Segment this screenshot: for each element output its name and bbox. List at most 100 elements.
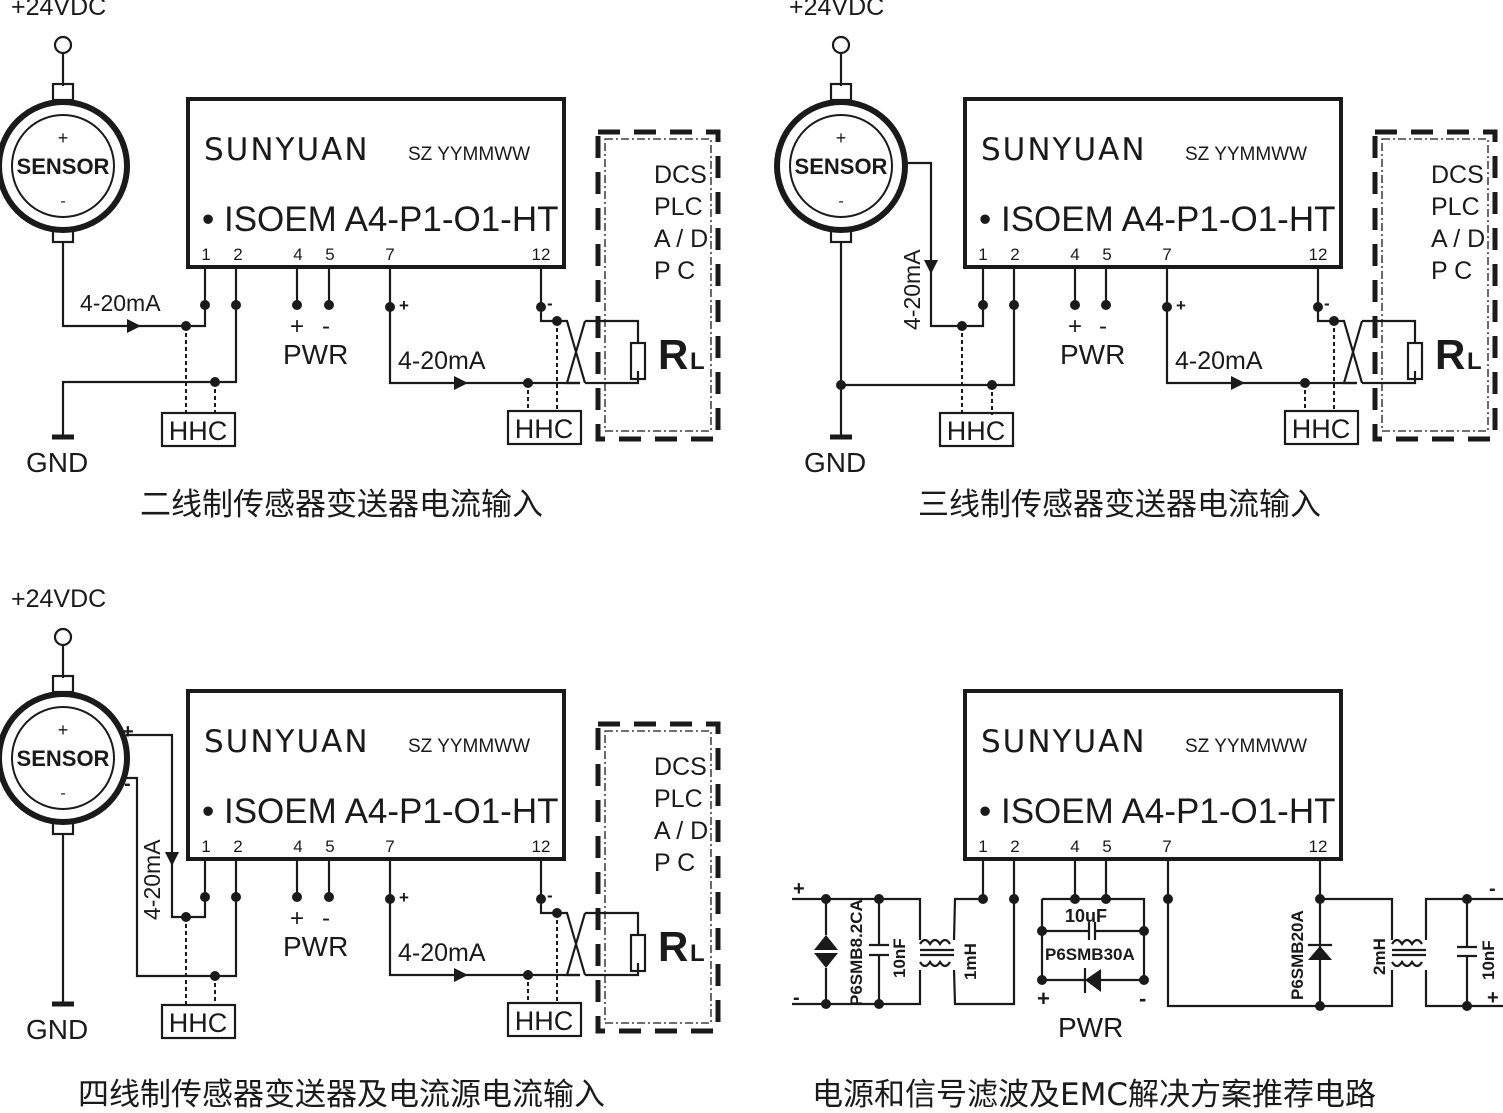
pin7-dot xyxy=(385,894,395,904)
vdc-terminal-icon xyxy=(831,35,851,55)
pin2-dot xyxy=(1009,300,1019,310)
sensor-plus: + xyxy=(836,128,847,148)
gnd-label: GND xyxy=(26,1014,88,1045)
dcs-line-0: DCS xyxy=(1431,161,1484,189)
pin-label-2: 2 xyxy=(1010,245,1019,264)
module-date-code: SZ YYMMWW xyxy=(1185,736,1307,757)
input-current-label: 4-20mA xyxy=(899,249,925,330)
module-brand: SUNYUAN xyxy=(981,132,1147,168)
tvs-pwr-label: P6SMB30A xyxy=(1045,945,1135,964)
hhc-label: HHC xyxy=(169,1008,228,1038)
hhc-box xyxy=(160,1003,237,1040)
wire xyxy=(1362,371,1417,385)
tvs-bidirectional-icon xyxy=(814,935,838,950)
choke-winding xyxy=(919,938,951,947)
pin12-minus: - xyxy=(1324,294,1330,313)
hhc-block: HHC xyxy=(1283,409,1360,446)
gnd-label: GND xyxy=(26,447,88,478)
dcs-inner-box xyxy=(1381,138,1489,432)
wire xyxy=(561,911,587,976)
wire xyxy=(1424,897,1503,940)
sensor: +SENSOR- xyxy=(0,674,130,836)
pin7-plus: + xyxy=(399,888,409,907)
dcs-outer-dashed-box xyxy=(595,129,721,442)
sensor-plus: + xyxy=(58,720,69,740)
pin-label-5: 5 xyxy=(325,245,334,264)
caption-2: 四线制传感器变送器及电流源电流输入 xyxy=(78,1077,605,1113)
gnd-junction-dot xyxy=(836,380,846,390)
pin7-dot xyxy=(385,302,395,312)
pin-label-4: 4 xyxy=(1070,837,1079,856)
pin-label-4: 4 xyxy=(293,245,302,264)
wire xyxy=(792,897,922,940)
hhc-box xyxy=(506,409,583,446)
wire xyxy=(565,320,587,385)
load-resistor-icon xyxy=(629,933,647,973)
choke-out-label: 2mH xyxy=(1370,938,1389,975)
junction-dot xyxy=(1163,894,1173,904)
rl-label: R xyxy=(1435,331,1465,378)
sensor-outer-ring xyxy=(774,99,908,233)
sensor-top-terminal xyxy=(51,674,75,694)
wire xyxy=(1166,859,1394,1008)
module-body xyxy=(963,689,1343,861)
vdc-label: +24VDC xyxy=(11,0,106,21)
pin-label-1: 1 xyxy=(978,837,987,856)
input-current-label: 4-20mA xyxy=(139,839,165,920)
wire xyxy=(1320,897,1394,940)
sensor-inner-ring xyxy=(11,114,115,218)
choke-winding xyxy=(919,959,951,968)
output-current-label: 4-20mA xyxy=(398,347,486,375)
hhc-box xyxy=(506,1001,583,1038)
hhc-box xyxy=(160,411,237,448)
vdc-terminal-icon xyxy=(53,35,73,55)
pin-label-5: 5 xyxy=(1102,245,1111,264)
pwr-minus-label: - xyxy=(1099,313,1107,340)
pin7-plus: + xyxy=(1176,296,1186,315)
hhc-box xyxy=(938,411,1015,448)
pin7-plus: + xyxy=(399,296,409,315)
rl-label: R xyxy=(658,923,688,970)
sensor-label: SENSOR xyxy=(17,154,110,179)
dcs-line-3: P C xyxy=(654,257,695,285)
vdc-label: +24VDC xyxy=(789,0,884,21)
pin-label-12: 12 xyxy=(1309,837,1328,856)
wire xyxy=(585,371,640,385)
dcs-line-1: PLC xyxy=(654,193,703,221)
dcs-inner-box xyxy=(604,730,712,1024)
sensor-outer-ring xyxy=(0,691,130,825)
dcs-inner-box xyxy=(604,138,712,432)
caption-0: 二线制传感器变送器电流输入 xyxy=(140,487,543,523)
choke-in-label: 1mH xyxy=(961,943,980,980)
pwr-plus-label: + xyxy=(290,313,304,340)
wire xyxy=(61,267,238,436)
common-mode-choke-out-icon xyxy=(1391,938,1426,968)
pin12-minus: - xyxy=(547,886,553,905)
load-resistor-icon xyxy=(1406,341,1424,381)
dcs-line-2: A / D xyxy=(1431,225,1485,253)
pin12-minus: - xyxy=(547,294,553,313)
pwr-label: PWR xyxy=(283,931,348,962)
pwr-minus-label: - xyxy=(322,313,330,340)
pin-label-7: 7 xyxy=(385,837,394,856)
current-arrow-icon xyxy=(924,260,938,274)
module-model-name: • ISOEM A4-P1-O1-HT xyxy=(202,792,559,831)
module-brand: SUNYUAN xyxy=(204,724,370,760)
sensor-minus: - xyxy=(60,785,65,802)
pwr-minus-label: - xyxy=(1139,986,1146,1011)
common-mode-choke-in-icon xyxy=(919,938,954,968)
sensor-inner-ring xyxy=(11,706,115,810)
pin-label-5: 5 xyxy=(1102,837,1111,856)
pin-label-2: 2 xyxy=(233,245,242,264)
current-arrow-icon xyxy=(454,376,468,390)
pin2-dot xyxy=(1009,894,1019,904)
module-body xyxy=(963,97,1343,269)
module-body xyxy=(186,689,566,861)
wire xyxy=(585,963,640,977)
choke-winding xyxy=(1391,959,1423,968)
junction-dot xyxy=(1315,1001,1325,1011)
